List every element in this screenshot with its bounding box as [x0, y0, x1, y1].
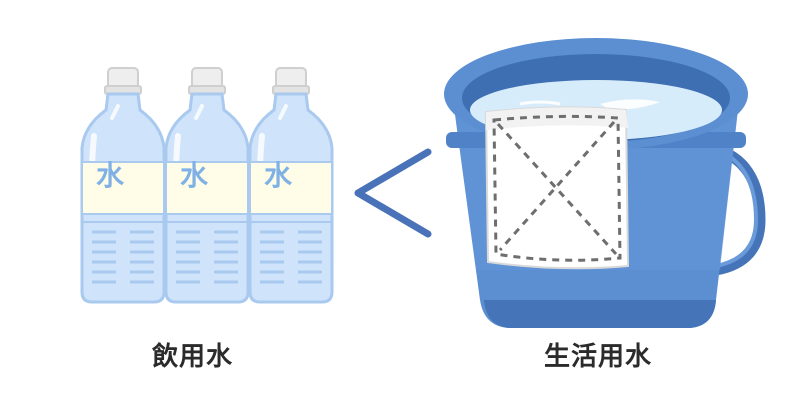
- cloth-icon: [484, 106, 630, 270]
- water-bottle-1: 水: [82, 68, 164, 302]
- bottle-label: 水: [96, 159, 125, 192]
- bottle-label: 水: [264, 159, 293, 192]
- water-bottle-3: 水: [250, 68, 332, 302]
- water-bottle-2: 水: [166, 68, 248, 302]
- less-than-icon: [354, 148, 432, 238]
- household-water-caption: 生活用水: [544, 342, 653, 372]
- bottle-label: 水: [180, 159, 209, 192]
- drinking-water-caption: 飲用水: [152, 342, 234, 372]
